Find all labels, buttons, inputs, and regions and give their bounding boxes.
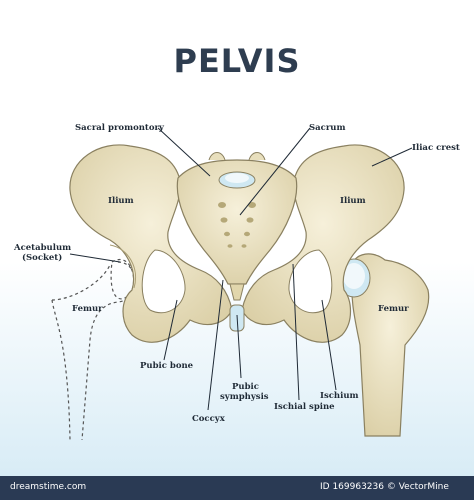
label-ilium-left: Ilium	[108, 196, 134, 206]
label-symphysis: symphysis	[220, 392, 269, 402]
femur-outline-left	[81, 261, 136, 441]
page-title: PELVIS	[173, 42, 301, 80]
right-hip-bone	[241, 144, 405, 343]
leader-lines	[69, 127, 413, 411]
label-ilium-right: Ilium	[340, 196, 366, 206]
footer-id-text: ID 169963236 © VectorMine	[320, 482, 449, 492]
footer-bar	[0, 476, 474, 500]
label-ischium: Ischium	[320, 391, 359, 401]
label-ischial-spine: Ischial spine	[274, 402, 335, 412]
label-socket: (Socket)	[22, 253, 63, 263]
label-pubic: Pubic	[232, 382, 259, 392]
label-coccyx: Coccyx	[192, 414, 225, 424]
label-femur-right: Femur	[378, 304, 409, 314]
label-femur-left: Femur	[72, 304, 103, 314]
sacrum	[176, 152, 298, 285]
footer-logo: dreamstime.com	[10, 482, 87, 492]
label-sacral-promontory: Sacral promontory	[75, 123, 164, 133]
right-femur	[337, 253, 430, 437]
femur-outline-left-2	[51, 264, 111, 441]
acetabulum-socket-outline	[110, 259, 135, 300]
label-iliac-crest: Iliac crest	[412, 143, 460, 153]
label-sacrum: Sacrum	[309, 123, 346, 133]
label-acetabulum: Acetabulum	[14, 243, 72, 253]
coccyx-bone	[229, 283, 245, 301]
label-pubic-bone: Pubic bone	[140, 361, 194, 371]
